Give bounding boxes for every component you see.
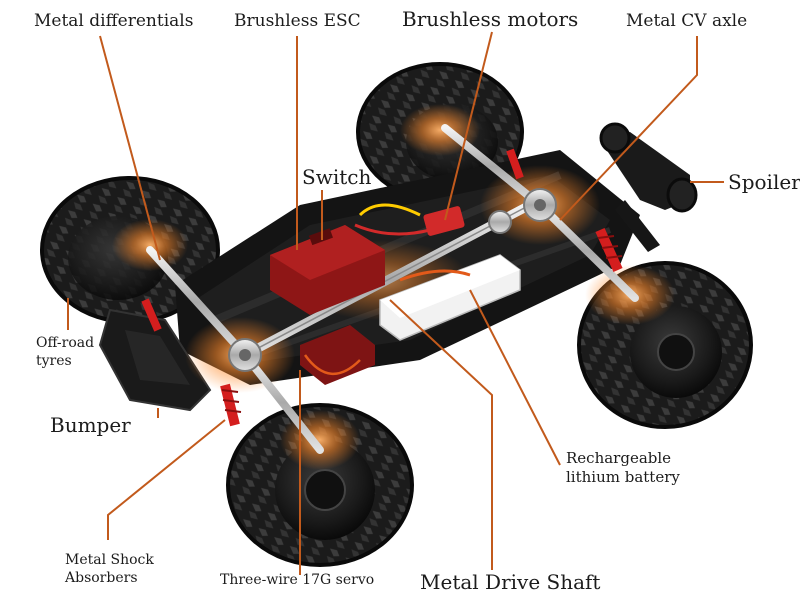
label-brushless-motors: Brushless motors (402, 7, 579, 31)
drive-shafts (146, 124, 639, 454)
leader-metal-shock (107, 419, 226, 540)
bumper (98, 308, 212, 412)
leader-metal-drive-shaft (389, 299, 493, 570)
label-rechargeable-battery: Rechargeable lithium battery (566, 449, 680, 487)
label-metal-shock-absorbers-line1: Metal Shock (65, 552, 154, 568)
shock-absorbers (141, 148, 623, 427)
shock-front-small (141, 298, 162, 332)
leader-metal-differentials (99, 35, 161, 261)
label-metal-differentials: Metal differentials (34, 11, 194, 31)
leader-metal-cv-axle (559, 36, 698, 221)
label-metal-drive-shaft: Metal Drive Shaft (420, 570, 601, 594)
metal-differentials (228, 188, 557, 372)
label-offroad-tyres-line2: tyres (36, 352, 72, 369)
label-brushless-esc: Brushless ESC (234, 11, 361, 31)
brushless-motor (354, 203, 465, 236)
rechargeable-battery (379, 254, 521, 341)
label-offroad-tyres: Off-road tyres (36, 335, 94, 370)
shock-front (220, 383, 242, 427)
label-rechargeable-battery-line2: lithium battery (566, 467, 680, 486)
servo (300, 325, 375, 385)
label-offroad-tyres-line1: Off-road (36, 335, 95, 351)
leader-lines (67, 31, 724, 575)
leader-brushless-motors (444, 31, 493, 221)
shock-rear (595, 227, 623, 273)
label-bumper: Bumper (50, 413, 131, 437)
label-metal-cv-axle: Metal CV axle (626, 11, 748, 31)
label-switch: Switch (302, 165, 372, 189)
label-rechargeable-battery-line1: Rechargeable (566, 449, 672, 467)
spoiler (599, 122, 698, 252)
leader-rechargeable-battery (469, 289, 561, 466)
label-metal-shock-absorbers-line2: Absorbers (65, 569, 138, 586)
label-metal-shock-absorbers: Metal Shock Absorbers (65, 552, 154, 587)
shock-rear-small (506, 148, 524, 180)
label-three-wire-servo: Three-wire 17G servo (220, 572, 375, 588)
brushless-esc (270, 225, 385, 315)
label-spoiler: Spoiler (728, 170, 800, 194)
